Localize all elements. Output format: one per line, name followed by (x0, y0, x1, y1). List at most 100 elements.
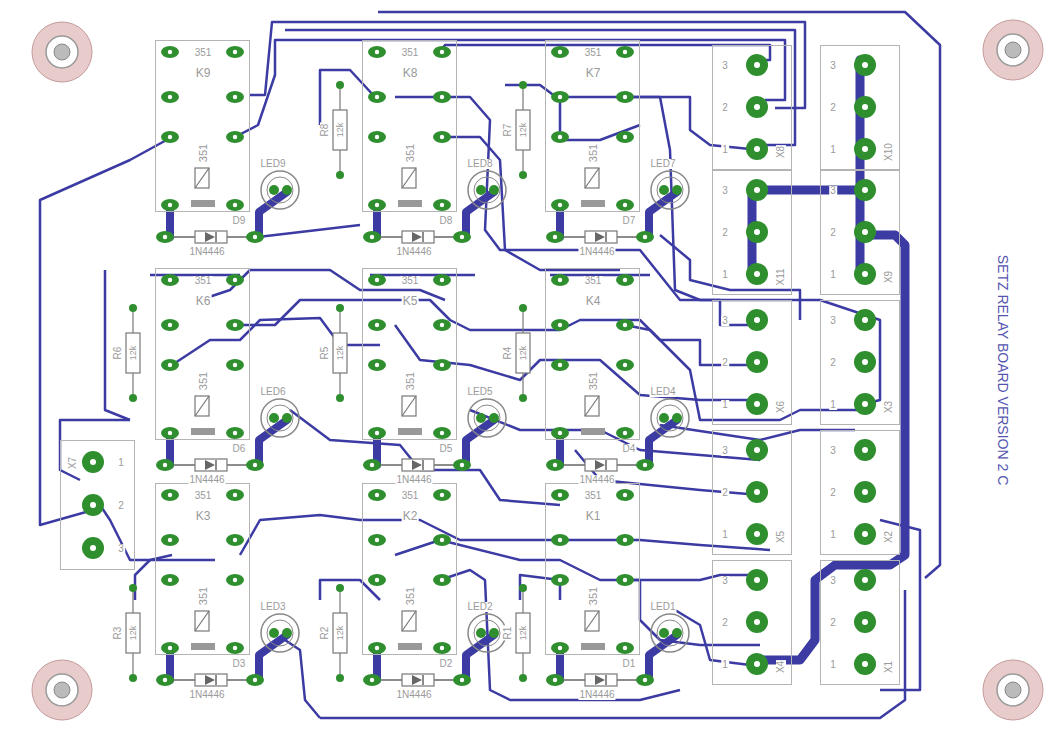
diode-body (585, 459, 617, 471)
relay-type: 351 (588, 143, 599, 163)
terminal-pad (746, 481, 768, 503)
pad-hole (623, 203, 627, 207)
mounting-holes (32, 20, 1043, 720)
resistor-value: 12k (519, 625, 528, 642)
relay-type: 351 (405, 586, 416, 606)
solder-pad (616, 642, 634, 654)
solder-pad (551, 46, 569, 58)
solder-pad (368, 91, 386, 103)
relay-type: 351 (194, 276, 213, 286)
pad-hole (375, 538, 379, 542)
pin-number: 2 (829, 228, 837, 238)
coil-symbol (585, 396, 599, 416)
pin-number: 1 (117, 458, 125, 468)
solder-pad (161, 574, 179, 586)
coil-bar (581, 200, 605, 207)
diode-type: 1N4446 (188, 475, 225, 485)
diode-symbol (595, 460, 605, 470)
led-pad (269, 413, 279, 423)
pad-hole (558, 50, 562, 54)
pin-number: 1 (721, 660, 729, 670)
relay-type: 351 (405, 371, 416, 391)
part-name: X3 (884, 400, 894, 414)
solder-pad (433, 274, 451, 286)
pad-hole (168, 538, 172, 542)
pad-hole (233, 135, 237, 139)
pad-hole (623, 493, 627, 497)
resistor-symbol (516, 110, 530, 150)
terminal-pad (854, 309, 876, 331)
led-label: LED2 (466, 602, 493, 612)
pad-hole (623, 95, 627, 99)
resistor-value: 12k (519, 122, 528, 139)
solder-pad (368, 274, 386, 286)
resistor-pad (519, 584, 527, 592)
solder-pad (226, 274, 244, 286)
mounting-hole (983, 660, 1043, 720)
pad-hole (440, 431, 444, 435)
resistor-symbol (333, 333, 347, 373)
pad-hole (623, 50, 627, 54)
hole-center (54, 682, 70, 698)
part-name: X10 (884, 142, 894, 162)
hole-ring (46, 674, 78, 706)
solder-pad (161, 534, 179, 546)
coil-symbol (402, 396, 416, 416)
pad-hole (168, 203, 172, 207)
solder-pad (546, 674, 564, 686)
pad-hole (558, 95, 562, 99)
pad-hole (862, 146, 868, 152)
led-pad (659, 628, 669, 638)
pad-hole (754, 577, 760, 583)
power-trace (752, 186, 860, 195)
pad-hole (233, 363, 237, 367)
diode-symbol (595, 232, 605, 242)
relay-type: 351 (401, 491, 420, 501)
coil-bar (398, 200, 422, 207)
pad-hole (375, 578, 379, 582)
trace (625, 97, 880, 405)
led-outline (261, 171, 299, 209)
solder-pad (433, 199, 451, 211)
pad-hole (163, 678, 167, 682)
relay-outline: 351K5351 (362, 268, 457, 440)
coil-symbol (585, 168, 599, 188)
led-pad (489, 185, 499, 195)
coil-bar (191, 428, 215, 435)
trace (440, 570, 680, 700)
solder-pad (551, 359, 569, 371)
solder-pad (161, 489, 179, 501)
pad-hole (370, 235, 374, 239)
solder-pad (616, 534, 634, 546)
trace (625, 325, 860, 420)
resistor-pad (519, 674, 527, 682)
terminal-block: 321X2 (820, 430, 900, 555)
pad-hole (440, 323, 444, 327)
pad-hole (754, 271, 760, 277)
led-pad (282, 628, 292, 638)
resistor-pad (336, 584, 344, 592)
diode-type: 1N4446 (578, 690, 615, 700)
pin-number: 1 (829, 270, 837, 280)
solder-pad (551, 642, 569, 654)
pin-number: 1 (721, 400, 729, 410)
power-trace (752, 235, 905, 660)
pad-hole (370, 678, 374, 682)
pin-number: 1 (829, 145, 837, 155)
resistor-pad (336, 81, 344, 89)
pin-number: 3 (829, 446, 837, 456)
coil-bar (581, 428, 605, 435)
led-outline (468, 614, 506, 652)
solder-pad (433, 46, 451, 58)
pad-hole (168, 95, 172, 99)
trace (235, 300, 760, 365)
pad-hole (233, 278, 237, 282)
pin-number: 1 (829, 660, 837, 670)
led-label: LED1 (649, 602, 676, 612)
pad-hole (862, 447, 868, 453)
pad-hole (233, 646, 237, 650)
pad-hole (440, 203, 444, 207)
led-outline (657, 620, 683, 646)
pin-number: 1 (829, 530, 837, 540)
terminal-block: 321X3 (820, 300, 900, 425)
